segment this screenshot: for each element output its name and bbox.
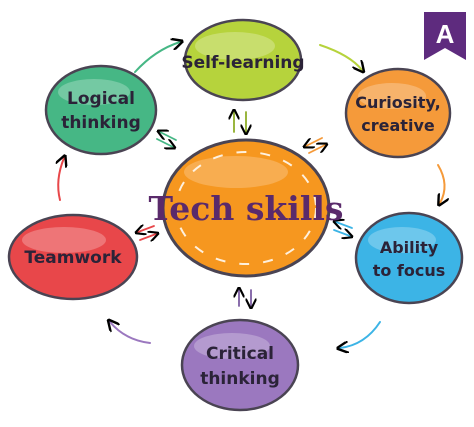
arrow-teamwork-to-logical	[58, 158, 64, 201]
double-arrow-critical	[239, 290, 251, 306]
arrow-critical-to-teamwork	[110, 322, 151, 344]
node-curiosity-creative: Curiosity, creative	[344, 67, 452, 159]
inner-arrows	[138, 112, 352, 306]
node-label-teamwork: Teamwork	[24, 248, 122, 268]
double-arrow-focus	[334, 222, 352, 236]
node-label-logical-line2: thinking	[61, 113, 141, 133]
arrow-curiosity-to-focus	[438, 164, 445, 203]
node-label-critical-line1: Critical	[206, 344, 274, 364]
badge-letter: A	[436, 19, 455, 49]
node-label-logical-line1: Logical	[67, 89, 135, 109]
node-label-focus-line2: to focus	[373, 261, 446, 280]
node-logical-thinking: Logical thinking	[44, 64, 158, 156]
node-ability-to-focus: Ability to focus	[354, 211, 464, 305]
double-arrow-teamwork	[138, 226, 156, 240]
brand-badge: A	[424, 12, 466, 60]
arrow-selflearning-to-curiosity	[319, 44, 362, 70]
double-arrow-selflearning	[234, 112, 246, 132]
double-arrow-logical	[157, 132, 176, 147]
double-arrow-curiosity	[306, 137, 325, 154]
arrow-focus-to-critical	[340, 321, 381, 348]
node-critical-thinking: Critical thinking	[180, 318, 300, 412]
cycle-arrows	[58, 42, 444, 348]
node-label-curiosity-line1: Curiosity,	[355, 93, 440, 112]
arrow-logical-to-selflearning	[134, 42, 180, 73]
node-label-focus-line1: Ability	[380, 238, 439, 257]
node-label-self-learning: Self-learning	[181, 53, 304, 73]
node-teamwork: Teamwork	[7, 213, 139, 301]
center-label: Tech skills	[149, 189, 344, 228]
node-self-learning: Self-learning	[181, 18, 305, 102]
center-node: Tech skills	[149, 138, 344, 278]
node-label-critical-line2: thinking	[200, 369, 280, 389]
node-label-curiosity-line2: creative	[361, 116, 435, 135]
